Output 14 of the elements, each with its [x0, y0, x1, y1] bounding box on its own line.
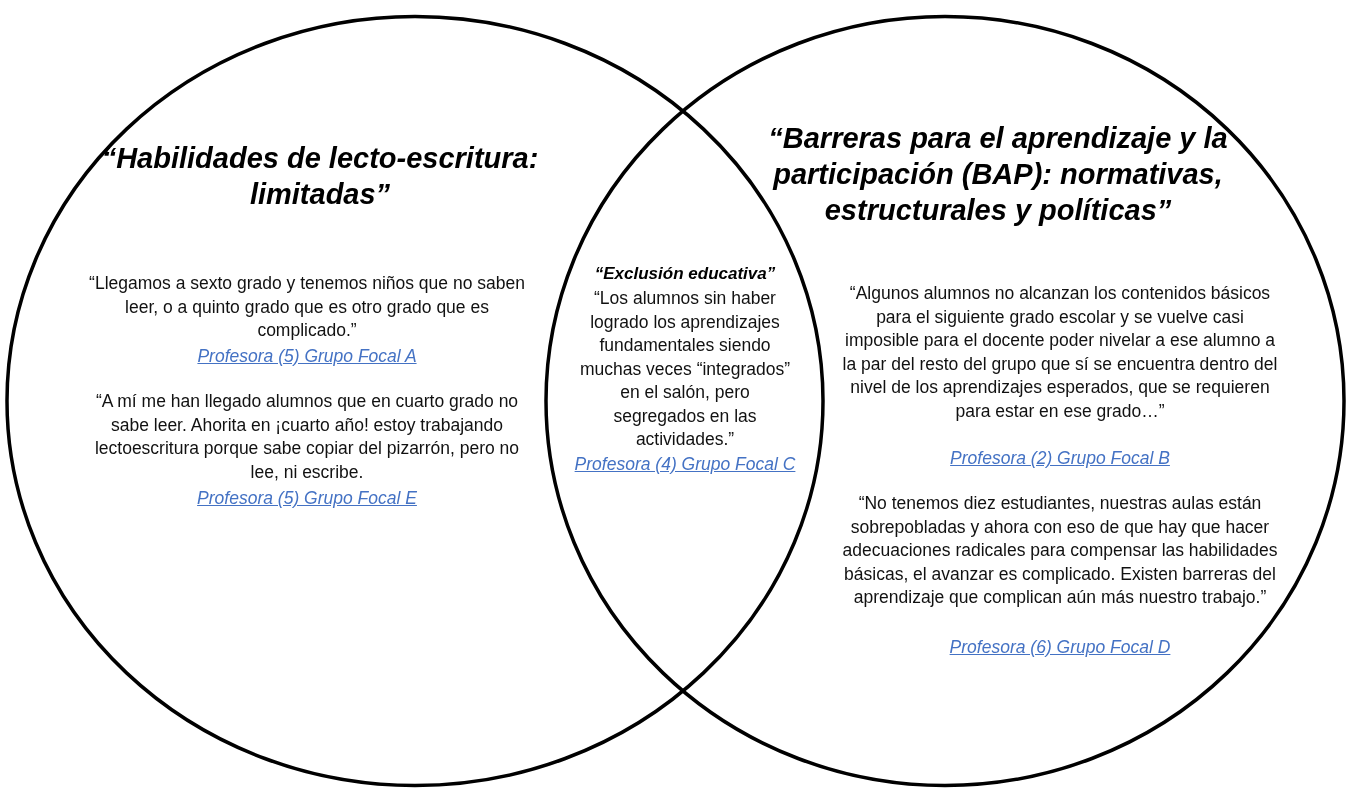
circle-title: “Habilidades de lecto-escritura: limitadas”: [100, 141, 540, 212]
venn-circle: [545, 15, 1345, 787]
quote-source: Profesora (5) Grupo Focal A: [196, 345, 418, 368]
quote-source: Profesora (5) Grupo Focal E: [196, 487, 418, 510]
quote-source: Profesora (2) Grupo Focal B: [949, 447, 1171, 470]
quote-text: “Los alumnos sin haber logrado los aprendizajes fundamentales siendo muchas veces “integrados” en el salón, pero segregados en las actividades.”: [578, 287, 792, 451]
quote-text: “A mí me han llegado alumnos que en cuarto grado no sabe leer. Ahorita en ¡cuarto año! estoy trabajando lectoescritura porque sabe copiar del pizarrón, pero no lee, ni escribe.: [93, 390, 521, 484]
quote-source: Profesora (4) Grupo Focal C: [573, 453, 797, 476]
quote-source: Profesora (6) Grupo Focal D: [948, 636, 1172, 659]
circle-title: “Barreras para el aprendizaje y la participación (BAP): normativas, estructurales y políticas”: [767, 121, 1229, 228]
overlap-title: “Exclusión educativa”: [593, 263, 777, 285]
quote-text: “Llegamos a sexto grado y tenemos niños que no saben leer, o a quinto grado que es otro grado que es complicado.”: [88, 272, 526, 342]
quote-text: “Algunos alumnos no alcanzan los contenidos básicos para el siguiente grado escolar y se vuelve casi imposible para el docente poder nivelar a ese alumno a la par del resto del grupo que sí se encuentra dentro del nivel de los aprendizajes esperados, que se requieren para estar en ese grado…”: [841, 282, 1279, 423]
quote-text: “No tenemos diez estudiantes, nuestras aulas están sobrepobladas y ahora con eso de que hay que hacer adecuaciones radicales para compensar las habilidades básicas, el avanzar es complicado. Existen barreras del aprendizaje que complican aún más nuestro trabajo.”: [841, 492, 1279, 609]
